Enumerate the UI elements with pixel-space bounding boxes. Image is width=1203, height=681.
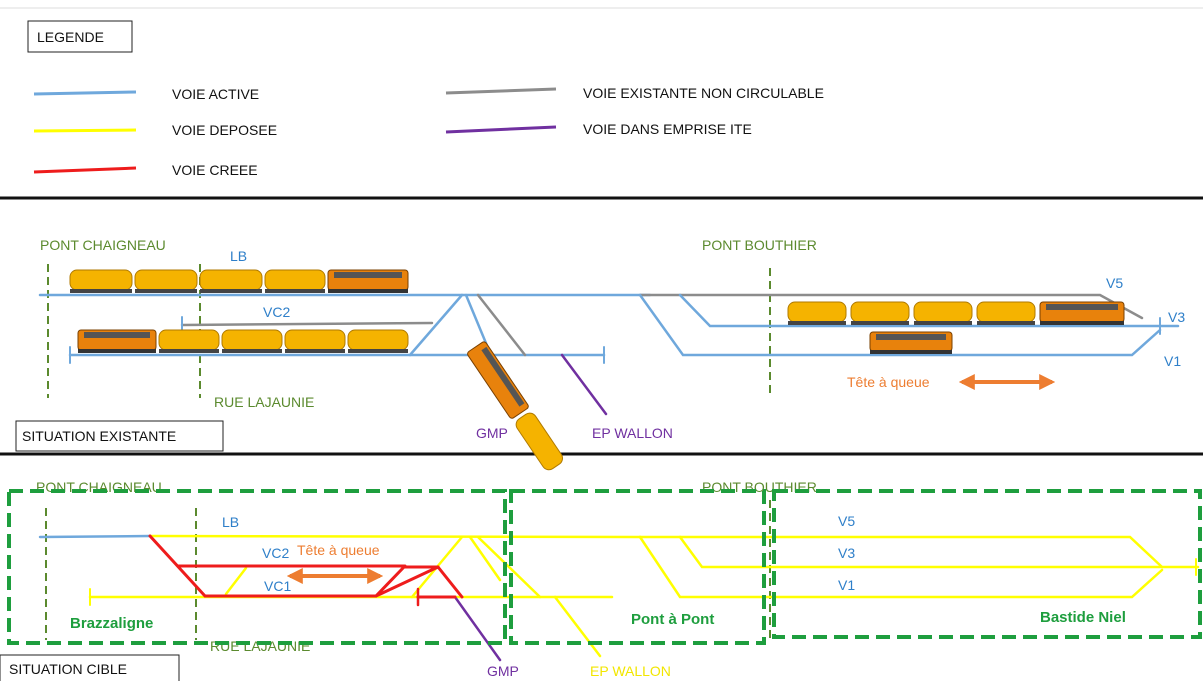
existing-title-box [15,420,224,452]
label-track-vc1-target: VC1 [264,578,291,594]
zone-brazzaligne [7,489,507,645]
wagon [347,329,409,353]
track-v3-deposee [678,535,1200,569]
label-ep-wallon: EP WALLON [592,425,673,441]
label-pont-chaigneau: PONT CHAIGNEAU [40,237,166,253]
track-created-vc1-link [374,565,440,598]
existing-situation: PONT CHAIGNEAU PONT BOUTHIER RUE LAJAUNI… [15,237,1185,471]
wagon [284,329,346,353]
track-v3 [678,293,1180,328]
track-gmp [453,595,502,662]
target-title: SITUATION CIBLE [9,661,127,677]
wagon [787,301,847,325]
legend-title: LEGENDE [37,29,104,45]
label-track-v5-target: V5 [838,513,855,529]
label-gmp: GMP [476,425,508,441]
legend-label-deposee: VOIE DEPOSEE [172,122,277,138]
train-vc1 [77,329,409,353]
locomotive [327,269,409,293]
zones [7,489,1202,645]
locomotive [1039,301,1125,325]
legend-label-non-circulable: VOIE EXISTANTE NON CIRCULABLE [583,85,824,101]
legend-swatch-creee [33,166,137,174]
track-v5-deposee [638,535,1164,569]
track-created-loop [148,534,464,599]
crossover-grey-vc1 [476,293,527,357]
wagon [976,301,1036,325]
existing-title: SITUATION EXISTANTE [22,428,176,444]
track-v5 [638,293,1144,320]
label-rue-lajaunie: RUE LAJAUNIE [214,394,314,410]
label-track-vc2: VC2 [263,304,290,320]
locomotive [869,331,953,354]
label-pont-bouthier: PONT BOUTHIER [702,237,817,253]
legend-label-emprise-ite: VOIE DANS EMPRISE ITE [583,121,752,137]
wagon [221,329,283,353]
wagon [69,269,133,293]
track-ep-wallon [560,353,608,416]
wagon [850,301,910,325]
wagon [134,269,198,293]
train-lb [69,269,409,293]
wagon [199,269,263,293]
legend-swatch-emprise-ite [445,125,557,134]
target-tracks [38,534,1200,662]
legend-title-box [27,20,133,53]
label-track-v3: V3 [1168,309,1185,325]
label-rue-lajaunie-target: RUE LAJAUNIE [210,638,310,654]
zone-label-pont-a-pont: Pont à Pont [631,611,714,628]
track-vc2-grey [180,321,434,327]
legend-swatch-active [33,90,137,96]
label-track-v1: V1 [1164,353,1181,369]
label-tete-a-queue: Tête à queue [847,374,930,390]
zone-bastide-niel [772,489,1202,639]
target-situation: PONT CHAIGNEAU PONT BOUTHIER RUE LAJAUNI… [0,479,1202,681]
label-track-v3-target: V3 [838,545,855,561]
legend: LEGENDE VOIE ACTIVE VOIE DEPOSEE VOIE CR… [27,20,824,178]
train-v1 [869,331,953,354]
legend-label-active: VOIE ACTIVE [172,86,259,102]
wagon [158,329,220,353]
train-gmp [467,341,563,471]
crossover-lb-vc1 [408,293,464,357]
locomotive [77,329,157,353]
label-track-v1-target: V1 [838,577,855,593]
zone-pont-a-pont [509,489,766,645]
track-lb-active [38,534,152,539]
wagon [515,412,563,471]
wagon [913,301,973,325]
track-v1 [638,293,1162,357]
track-ep-wallon-deposee [553,595,602,658]
label-pont-chaigneau-target: PONT CHAIGNEAU [36,479,162,495]
legend-swatch-deposee [33,128,137,133]
train-v3 [787,301,1125,325]
label-track-lb-target: LB [222,514,239,530]
label-track-lb: LB [230,248,247,264]
label-track-v5: V5 [1106,275,1123,291]
track-lb-deposee [148,534,642,539]
legend-label-creee: VOIE CREEE [172,162,258,178]
crossover-yellow-c [476,535,542,599]
zone-label-bastide-niel: Bastide Niel [1040,609,1126,626]
track-v1-deposee [638,535,1164,599]
existing-tracks [38,293,1180,416]
label-track-vc2-target: VC2 [262,545,289,561]
label-ep-wallon-target: EP WALLON [590,663,671,679]
track-vc2-stub [224,566,248,596]
zone-label-brazzaligne: Brazzaligne [70,615,153,632]
label-gmp-target: GMP [487,663,519,679]
target-title-box [0,654,180,681]
crossover-gmp-branch [464,293,490,350]
locomotive [467,341,529,419]
label-tete-a-queue-target: Tête à queue [297,542,380,558]
crossover-yellow-b [468,535,502,582]
wagon [264,269,326,293]
legend-swatch-non-circulable [445,87,557,95]
